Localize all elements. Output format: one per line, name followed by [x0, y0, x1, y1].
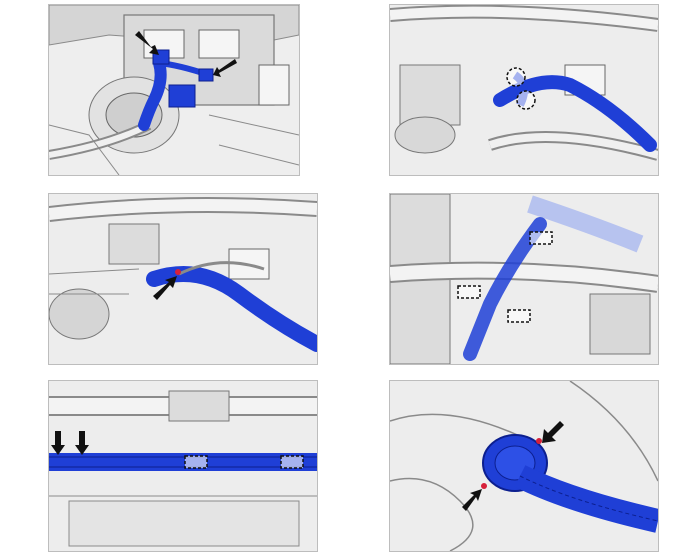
panel-harness-connector: [48, 193, 318, 365]
wire-harness: [49, 453, 317, 471]
callout-arrow: [153, 276, 177, 300]
callout-arrow: [213, 59, 237, 77]
callout-dashed-circle: [516, 90, 536, 110]
illustration-harness-clamps: [390, 194, 658, 364]
illustration-harness-grommet: [390, 381, 658, 551]
callout-dashed-box: [457, 285, 481, 299]
illustration-harness-clamps: [390, 5, 658, 175]
callout-dashed-box: [507, 309, 531, 323]
panel-harness-underbody: [48, 380, 318, 552]
illustration-harness-connectors: [49, 5, 299, 175]
clip-marker: [536, 438, 542, 444]
callout-arrow: [51, 431, 65, 455]
callout-arrow: [542, 421, 564, 443]
illustration-harness-underbody: [49, 381, 317, 551]
callout-arrow: [75, 431, 89, 455]
wire-harness: [463, 217, 547, 361]
callout-dashed-box: [529, 231, 553, 245]
callout-dashed-box: [280, 455, 304, 469]
callout-dashed-circle: [506, 67, 526, 87]
illustration-harness-connector: [49, 194, 317, 364]
clip-marker: [481, 483, 487, 489]
panel-harness-connectors: [48, 4, 300, 176]
wire-harness: [482, 434, 658, 533]
panel-harness-clamps-2: [389, 193, 659, 365]
callout-arrow: [462, 489, 482, 511]
panel-harness-clamps-1: [389, 4, 659, 176]
callout-dashed-box: [184, 455, 208, 469]
wire-harness: [146, 261, 317, 352]
callout-arrow: [135, 31, 159, 55]
clip-marker: [175, 269, 181, 275]
panel-harness-grommet: [389, 380, 659, 552]
